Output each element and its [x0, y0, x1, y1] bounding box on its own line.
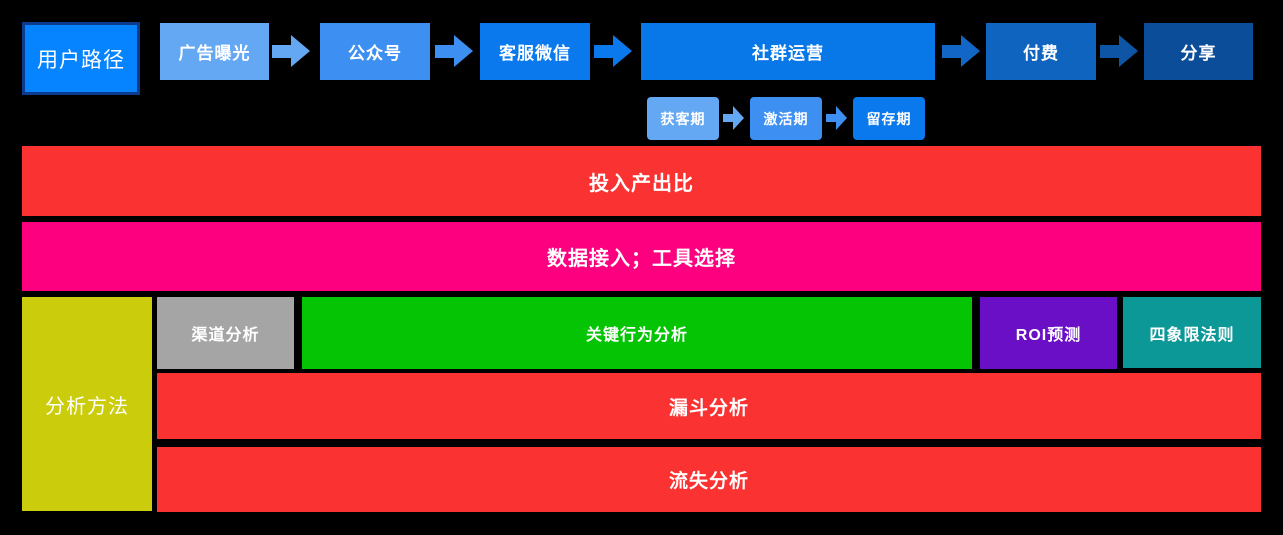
phase-activation: 激活期: [750, 97, 822, 140]
flow-step-wechat-service: 客服微信: [480, 23, 590, 80]
method-key-behavior-analysis: 关键行为分析: [302, 297, 972, 369]
flow-step-official-account: 公众号: [320, 23, 430, 80]
funnel-analysis-bar: 漏斗分析: [157, 373, 1261, 439]
arrow-right-icon: [826, 106, 847, 130]
flow-step-payment: 付费: [986, 23, 1096, 80]
arrow-shaft: [1100, 44, 1119, 58]
arrow-head: [454, 35, 473, 67]
arrow-right-icon: [942, 35, 980, 67]
arrow-shaft: [594, 44, 613, 58]
analysis-methods-title: 分析方法: [22, 297, 152, 511]
flow-step-community-ops: 社群运营: [641, 23, 935, 80]
flow-step-ad-exposure: 广告曝光: [160, 23, 269, 80]
arrow-head: [291, 35, 310, 67]
method-roi-prediction: ROI预测: [980, 297, 1117, 369]
method-four-quadrant-rule: 四象限法则: [1123, 297, 1261, 368]
phase-retention: 留存期: [853, 97, 925, 140]
arrow-head: [1119, 35, 1138, 67]
data-access-tools-bar: 数据接入；工具选择: [22, 222, 1261, 291]
arrow-right-icon: [435, 35, 473, 67]
roi-ratio-bar: 投入产出比: [22, 146, 1261, 216]
arrow-shaft: [826, 114, 836, 122]
arrow-head: [613, 35, 632, 67]
arrow-right-icon: [594, 35, 632, 67]
arrow-head: [836, 106, 847, 130]
arrow-right-icon: [272, 35, 310, 67]
flow-step-share: 分享: [1144, 23, 1253, 80]
arrow-shaft: [723, 114, 733, 122]
arrow-right-icon: [723, 106, 744, 130]
arrow-head: [961, 35, 980, 67]
arrow-right-icon: [1100, 35, 1138, 67]
method-channel-analysis: 渠道分析: [157, 297, 294, 369]
phase-acquisition: 获客期: [647, 97, 719, 140]
arrow-shaft: [435, 44, 454, 58]
arrow-head: [733, 106, 744, 130]
arrow-shaft: [942, 44, 961, 58]
user-path-entry-box: 用户路径: [22, 22, 140, 95]
arrow-shaft: [272, 44, 291, 58]
churn-analysis-bar: 流失分析: [157, 447, 1261, 512]
